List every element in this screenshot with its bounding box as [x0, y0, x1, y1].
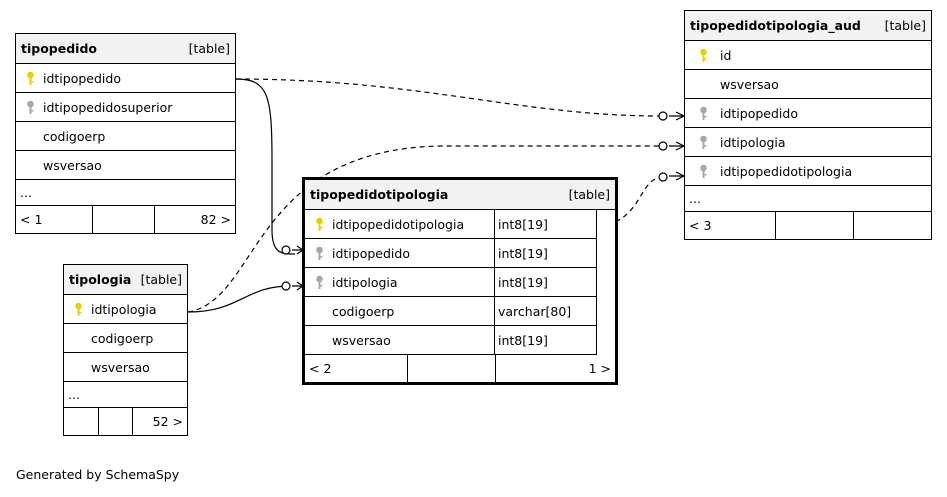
column-row[interactable]: idtipologia int8[19]	[305, 268, 596, 297]
column-name: wsversao	[43, 157, 102, 173]
column-row[interactable]: codigoerp	[64, 324, 187, 353]
table-tipologia[interactable]: tipologia [table] idtipologia codigoerp ws…	[63, 264, 188, 436]
table-tipopedido[interactable]: tipopedido [table] idtipopedido idtipoped…	[15, 33, 236, 234]
column-name: codigoerp	[43, 128, 106, 144]
primary-key-icon	[21, 71, 39, 86]
column-name: wsversao	[332, 332, 391, 348]
column-type: int8[19]	[494, 326, 596, 354]
more-columns: ...	[685, 186, 931, 212]
rel-end-crowfoot	[669, 171, 686, 181]
column-name: codigoerp	[91, 330, 154, 346]
rel-end-crowfoot	[669, 111, 686, 121]
children-count	[853, 212, 931, 239]
parents-count[interactable]: < 3	[689, 218, 712, 233]
column-name: id	[720, 47, 732, 63]
column-row[interactable]: wsversao int8[19]	[305, 326, 596, 355]
footer-middle	[775, 212, 853, 239]
foreign-key-icon	[690, 164, 716, 179]
parents-count[interactable]: < 1	[20, 212, 43, 227]
column-type: varchar[80]	[494, 297, 596, 325]
children-count[interactable]: 82 >	[154, 206, 235, 233]
foreign-key-icon	[690, 106, 716, 121]
table-header: tipologia [table]	[64, 265, 187, 295]
parents-count	[64, 408, 98, 435]
column-row[interactable]: wsversao	[16, 151, 235, 180]
column-name: wsversao	[720, 76, 779, 92]
table-tag: [table]	[188, 41, 230, 56]
rel-end-circle	[281, 281, 291, 291]
footer-middle	[92, 206, 154, 233]
foreign-key-icon	[310, 275, 328, 290]
table-footer: < 1 82 >	[16, 206, 235, 233]
column-type: int8[19]	[494, 210, 596, 238]
primary-key-icon	[69, 302, 87, 317]
rel-tipologia-to-tipopedidotipologia	[187, 285, 291, 313]
children-count[interactable]: 52 >	[132, 408, 187, 435]
column-row[interactable]: wsversao	[685, 70, 931, 99]
column-name: idtipologia	[91, 301, 157, 317]
table-name: tipopedido	[21, 41, 97, 56]
table-tipopedidotipologia-aud[interactable]: tipopedidotipologia_aud [table] id wsvers…	[684, 10, 932, 240]
parents-count[interactable]: < 2	[309, 361, 332, 376]
rel-end-circle	[658, 141, 668, 151]
table-name: tipopedidotipologia_aud	[690, 18, 861, 33]
column-row[interactable]: id	[685, 41, 931, 70]
column-name: idtipopedidotipologia	[720, 163, 853, 179]
more-columns: ...	[64, 382, 187, 408]
column-name: idtipologia	[332, 274, 398, 290]
table-header: tipopedidotipologia [table]	[305, 180, 615, 210]
column-row[interactable]: idtipologia	[64, 295, 187, 324]
column-row[interactable]: idtipopedido	[685, 99, 931, 128]
column-name: idtipopedidotipologia	[332, 216, 465, 232]
table-header: tipopedidotipologia_aud [table]	[685, 11, 931, 41]
column-name: idtipologia	[720, 134, 786, 150]
column-row[interactable]: idtipopedidotipologia int8[19]	[305, 210, 596, 239]
column-row[interactable]: idtipopedido	[16, 64, 235, 93]
column-name: idtipopedidosuperior	[43, 99, 173, 115]
table-tag: [table]	[140, 272, 182, 287]
footer-middle	[98, 408, 132, 435]
table-tag: [table]	[884, 18, 926, 33]
table-tipopedidotipologia[interactable]: tipopedidotipologia [table] idtipopedido…	[302, 177, 618, 385]
table-tag: [table]	[568, 187, 610, 202]
table-footer: < 3	[685, 212, 931, 239]
rel-end-circle	[658, 111, 668, 121]
generator-credit: Generated by SchemaSpy	[16, 467, 180, 482]
column-name: idtipopedido	[720, 105, 798, 121]
column-row[interactable]: idtipopedidotipologia	[685, 157, 931, 186]
foreign-key-icon	[690, 135, 716, 150]
rel-end-circle	[658, 172, 668, 182]
column-name: codigoerp	[332, 303, 395, 319]
column-name: wsversao	[91, 359, 150, 375]
column-row[interactable]: codigoerp	[16, 122, 235, 151]
table-name: tipologia	[69, 272, 132, 287]
rel-end-crowfoot	[669, 141, 686, 151]
footer-middle	[407, 355, 495, 382]
table-header: tipopedido [table]	[16, 34, 235, 64]
rel-end-circle	[281, 245, 291, 255]
column-row[interactable]: idtipopedido int8[19]	[305, 239, 596, 268]
column-row[interactable]: idtipologia	[685, 128, 931, 157]
children-count[interactable]: 1 >	[495, 355, 615, 382]
table-footer: < 2 1 >	[305, 355, 615, 382]
column-name: idtipopedido	[332, 245, 410, 261]
column-row[interactable]: wsversao	[64, 353, 187, 382]
table-footer: 52 >	[64, 408, 187, 435]
foreign-key-icon	[310, 246, 328, 261]
rel-tipopedido-to-aud	[235, 78, 661, 117]
column-row[interactable]: idtipopedidosuperior	[16, 93, 235, 122]
rel-tipologia-to-aud	[187, 145, 660, 313]
column-type: int8[19]	[494, 268, 596, 296]
foreign-key-icon	[21, 100, 39, 115]
primary-key-icon	[690, 48, 716, 63]
column-row[interactable]: codigoerp varchar[80]	[305, 297, 596, 326]
table-name: tipopedidotipologia	[310, 187, 449, 202]
primary-key-icon	[310, 217, 328, 232]
rel-tipopedido-to-tipopedidotipologia	[235, 78, 296, 255]
column-type: int8[19]	[494, 239, 596, 267]
column-name: idtipopedido	[43, 70, 121, 86]
more-columns: ...	[16, 180, 235, 206]
